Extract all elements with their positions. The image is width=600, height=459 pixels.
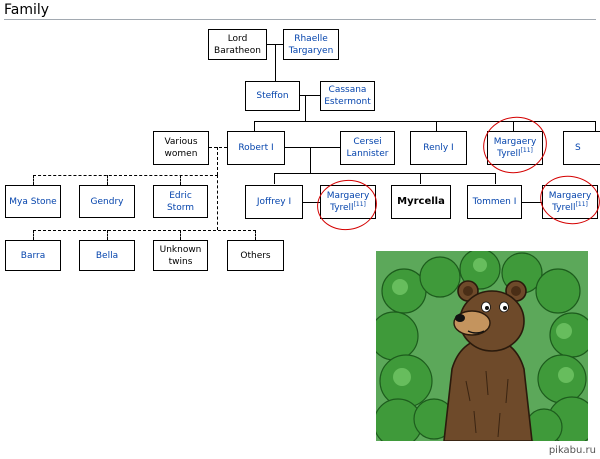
node-renly-i[interactable]: Renly I — [410, 131, 467, 165]
node-lord-baratheon: Lord Baratheon — [208, 29, 267, 60]
node-cassana-estermont[interactable]: Cassana Estermont — [320, 81, 375, 111]
node-myrcella: Myrcella — [391, 185, 451, 219]
node-mya-stone[interactable]: Mya Stone — [5, 185, 61, 218]
node-bella[interactable]: Bella — [79, 240, 135, 271]
node-margaery-tyrell-2[interactable]: Margaery Tyrell[11] — [320, 185, 376, 219]
section-heading: Family — [4, 2, 50, 18]
node-edric-storm[interactable]: Edric Storm — [153, 185, 208, 218]
citation-1[interactable]: [11] — [520, 147, 533, 154]
bear-meme-image — [376, 251, 588, 441]
node-gendry[interactable]: Gendry — [79, 185, 135, 218]
margaery-name-3: Margaery Tyrell — [548, 191, 592, 213]
node-others: Others — [227, 240, 284, 271]
node-partial-right[interactable]: S — [563, 131, 600, 165]
citation-2[interactable]: [11] — [353, 201, 366, 208]
node-rhaelle-targaryen[interactable]: Rhaelle Targaryen — [283, 29, 339, 60]
bear-in-bush-drawing — [376, 251, 588, 441]
watermark: pikabu.ru — [548, 445, 596, 456]
node-unknown-twins: Unknown twins — [153, 240, 208, 271]
node-various-women: Various women — [153, 131, 209, 165]
margaery-name-1: Margaery Tyrell — [493, 137, 537, 159]
node-robert-i[interactable]: Robert I — [227, 131, 285, 165]
heading-divider — [4, 19, 596, 20]
node-tommen-i[interactable]: Tommen I — [467, 185, 522, 219]
node-margaery-tyrell-3[interactable]: Margaery Tyrell[11] — [542, 185, 598, 219]
node-cersei-lannister[interactable]: Cersei Lannister — [340, 131, 395, 165]
node-margaery-tyrell-1[interactable]: Margaery Tyrell[11] — [487, 131, 543, 165]
node-steffon[interactable]: Steffon — [245, 81, 300, 111]
node-joffrey-i[interactable]: Joffrey I — [245, 185, 303, 219]
node-barra[interactable]: Barra — [5, 240, 61, 271]
margaery-name-2: Margaery Tyrell — [326, 191, 370, 213]
citation-3[interactable]: [11] — [575, 201, 588, 208]
